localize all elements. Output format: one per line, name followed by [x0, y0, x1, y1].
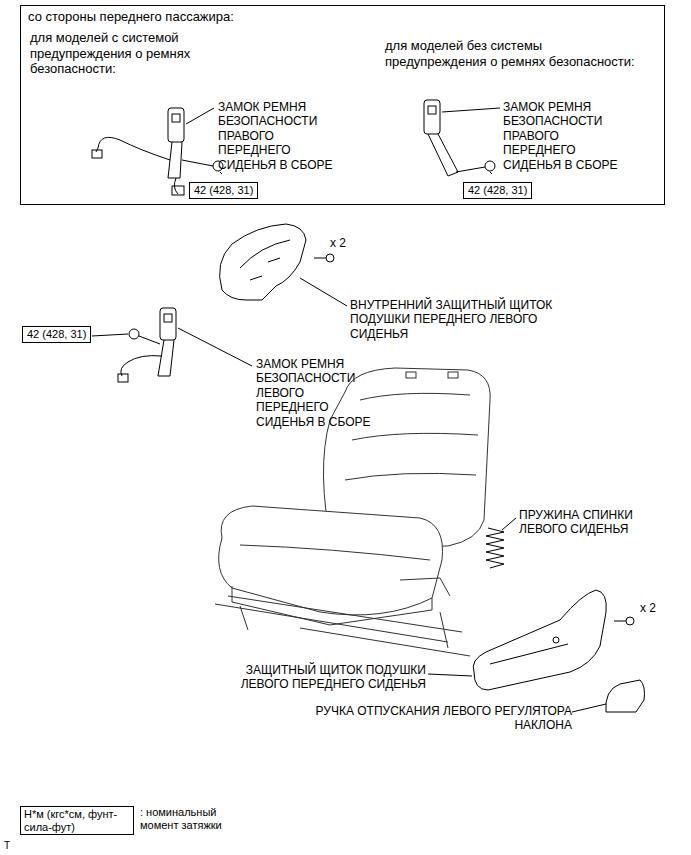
note: для моделей с системой предупреждения о …: [30, 30, 260, 77]
legend-units: Н*м (кгс*см, фунт-сила-фут): [24, 808, 130, 833]
group-heading: со стороны переднего пассажира:: [28, 10, 657, 25]
part-name: РУЧКА ОТПУСКАНИЯ ЛЕВОГО РЕГУЛЯТОРА НАКЛО…: [262, 704, 572, 733]
part-name: ВНУТРЕННИЙ ЗАЩИТНЫЙ ЩИТОК ПОДУШКИ ПЕРЕДН…: [350, 298, 560, 341]
torque-value: 42 (428, 31): [468, 184, 527, 197]
buckle: [424, 100, 495, 176]
buckle-with-wire: [118, 308, 176, 382]
torque-box: 42 (428, 31): [22, 326, 91, 343]
legend-text: : номинальный момент затяжки: [140, 806, 255, 832]
figure-code: T: [4, 840, 24, 852]
spring: [486, 528, 504, 568]
torque-box: 42 (428, 31): [463, 182, 532, 199]
torque-value: 42 (428, 31): [194, 184, 253, 197]
leader-line: [92, 108, 606, 712]
torque-value: 42 (428, 31): [27, 328, 86, 341]
cushion-shield: [473, 590, 634, 690]
note: для моделей без системы предупреждения о…: [385, 38, 635, 69]
part-name: ПРУЖИНА СПИНКИ ЛЕВОГО СИДЕНЬЯ: [519, 508, 679, 537]
part-name: ЗАМОК РЕМНЯ БЕЗОПАСНОСТИ ПРАВОГО ПЕРЕДНЕ…: [218, 100, 340, 172]
release-handle: [606, 680, 645, 712]
legend-box: Н*м (кгс*см, фунт-сила-фут): [20, 806, 134, 835]
part-name: ЗАЩИТНЫЙ ЩИТОК ПОДУШКИ ЛЕВОГО ПЕРЕДНЕГО …: [200, 663, 426, 692]
torque-box: 42 (428, 31): [189, 182, 258, 199]
part-name: ЗАМОК РЕМНЯ БЕЗОПАСНОСТИ ЛЕВОГО ПЕРЕДНЕГ…: [256, 357, 378, 429]
quantity: x 2: [330, 236, 370, 250]
part-name: ЗАМОК РЕМНЯ БЕЗОПАСНОСТИ ПРАВОГО ПЕРЕДНЕ…: [503, 100, 625, 172]
quantity: x 2: [640, 601, 680, 615]
